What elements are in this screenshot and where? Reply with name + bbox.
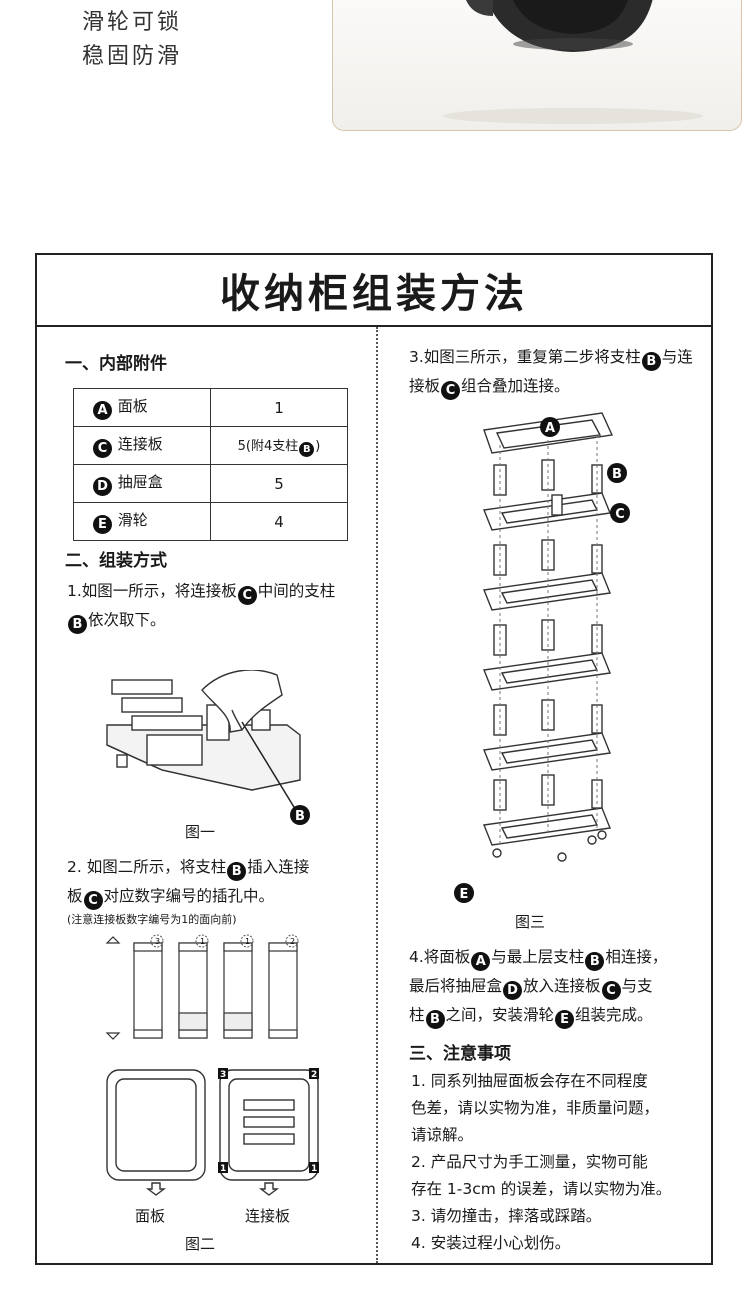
feature-text-lock: 滑轮可锁: [82, 10, 183, 35]
feature-text-stable: 稳固防滑: [82, 44, 183, 69]
svg-text:1: 1: [311, 1164, 317, 1174]
caster-wheel-photo: [332, 0, 742, 131]
part-name: 滑轮: [117, 511, 148, 529]
part-name: 连接板: [117, 435, 163, 453]
svg-text:2: 2: [311, 1070, 317, 1080]
badge-c: C: [93, 439, 112, 458]
note-2b: 存在 1-3cm 的误差，请以实物为准。: [411, 1180, 672, 1198]
svg-text:E: E: [460, 887, 469, 902]
svg-text:C: C: [615, 507, 625, 522]
section-heading-notes: 三、注意事项: [409, 1044, 511, 1064]
section-heading-parts: 一、内部附件: [65, 354, 167, 374]
svg-text:2: 2: [290, 937, 295, 946]
part-qty: 4: [210, 502, 348, 541]
page-title: 收纳柜组装方法: [37, 255, 711, 327]
figure-3-caption: 图三: [515, 913, 546, 931]
part-name: 抽屉盒: [117, 473, 163, 491]
figure-1-illustration: B: [106, 670, 310, 825]
svg-text:1: 1: [200, 937, 205, 946]
note-1b: 色差，请以实物为准，非质量问题，: [411, 1099, 660, 1117]
note-1c: 请谅解。: [411, 1126, 474, 1144]
panel-label: 面板: [135, 1207, 166, 1225]
figure-2-caption: 图二: [185, 1235, 216, 1253]
svg-text:3: 3: [220, 1070, 226, 1080]
column-divider: [376, 327, 378, 1263]
note-4: 4. 安装过程小心划伤。: [411, 1234, 571, 1252]
part-qty: 5: [210, 464, 348, 503]
figure-1-caption: 图一: [185, 823, 216, 841]
fig1-label: B: [295, 809, 305, 824]
note-3: 3. 请勿撞击，摔落或踩踏。: [411, 1207, 602, 1225]
badge-e: E: [93, 515, 112, 534]
table-row: E 滑轮 4: [73, 502, 348, 541]
svg-text:B: B: [612, 467, 622, 482]
figure-3-stack: A B C E: [454, 412, 630, 903]
badge-b: B: [299, 441, 315, 457]
svg-text:3: 3: [155, 937, 160, 946]
svg-text:A: A: [545, 421, 555, 436]
part-name: 面板: [117, 397, 148, 415]
step-2-note: (注意连接板数字编号为1的面向前): [67, 913, 237, 926]
table-row: A 面板 1: [73, 388, 348, 427]
figure-2-panels: 3 2 1 1: [106, 1068, 319, 1196]
badge-a: A: [93, 401, 112, 420]
table-row: D 抽屉盒 5: [73, 464, 348, 503]
notes-list: 1. 同系列抽屉面板会存在不同程度 色差，请以实物为准，非质量问题， 请谅解。 …: [411, 1068, 711, 1257]
section-heading-assembly: 二、组装方式: [65, 551, 167, 571]
wheel-image: [443, 0, 703, 124]
connector-label: 连接板: [245, 1207, 291, 1225]
figure-2-pillars: 3 1 1 2: [105, 934, 299, 1040]
part-qty-tail: ): [315, 438, 321, 454]
svg-text:1: 1: [245, 937, 250, 946]
part-qty: 5(附4支柱: [237, 438, 299, 454]
note-2a: 2. 产品尺寸为手工测量，实物可能: [411, 1153, 648, 1171]
note-1a: 1. 同系列抽屉面板会存在不同程度: [411, 1072, 648, 1090]
svg-text:1: 1: [220, 1164, 226, 1174]
badge-d: D: [93, 477, 112, 496]
part-qty: 1: [210, 388, 348, 427]
